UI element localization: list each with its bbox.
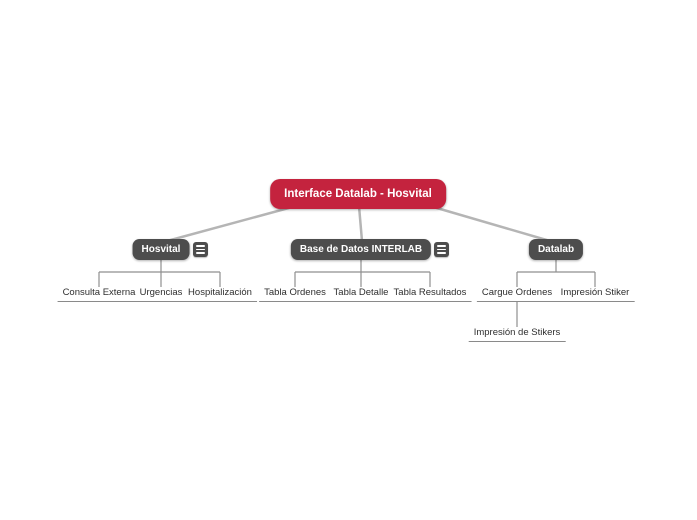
node-hospitalizacion[interactable]: Hospitalización <box>183 287 257 302</box>
hosvital-menu-button[interactable] <box>193 242 208 257</box>
node-hosvital-label: Hosvital <box>141 244 181 255</box>
tree-hosvital-children <box>98 260 221 287</box>
edge-root-interlab <box>357 204 364 243</box>
edge-root-datalab <box>428 204 552 243</box>
node-datalab-label: Datalab <box>537 244 575 255</box>
node-tabla-resultados[interactable]: Tabla Resultados <box>388 287 472 302</box>
node-cargue-ordenes[interactable]: Cargue Ordenes <box>476 287 558 302</box>
root-node-label: Interface Datalab - Hosvital <box>284 188 432 200</box>
node-tabla-detalle[interactable]: Tabla Detalle <box>328 287 394 302</box>
hamburger-menu-icon <box>437 245 446 247</box>
node-hosvital[interactable]: Hosvital <box>132 239 190 260</box>
tree-datalab-children <box>516 260 596 287</box>
hamburger-menu-icon <box>196 245 205 247</box>
node-impresion-de-stikers[interactable]: Impresión de Stikers <box>468 327 566 342</box>
node-consulta-externa[interactable]: Consulta Externa <box>57 287 141 302</box>
tree-interlab-children <box>294 260 431 287</box>
node-urgencias[interactable]: Urgencias <box>134 287 188 302</box>
node-tabla-ordenes[interactable]: Tabla Ordenes <box>259 287 331 302</box>
node-impresion-stiker[interactable]: Impresión Stiker <box>555 287 635 302</box>
interlab-menu-button[interactable] <box>434 242 449 257</box>
node-datalab[interactable]: Datalab <box>528 239 584 260</box>
node-base-de-datos-interlab[interactable]: Base de Datos INTERLAB <box>290 239 432 260</box>
edge-root-hosvital <box>165 204 298 243</box>
root-node[interactable]: Interface Datalab - Hosvital <box>270 179 446 209</box>
node-interlab-label: Base de Datos INTERLAB <box>299 244 423 255</box>
